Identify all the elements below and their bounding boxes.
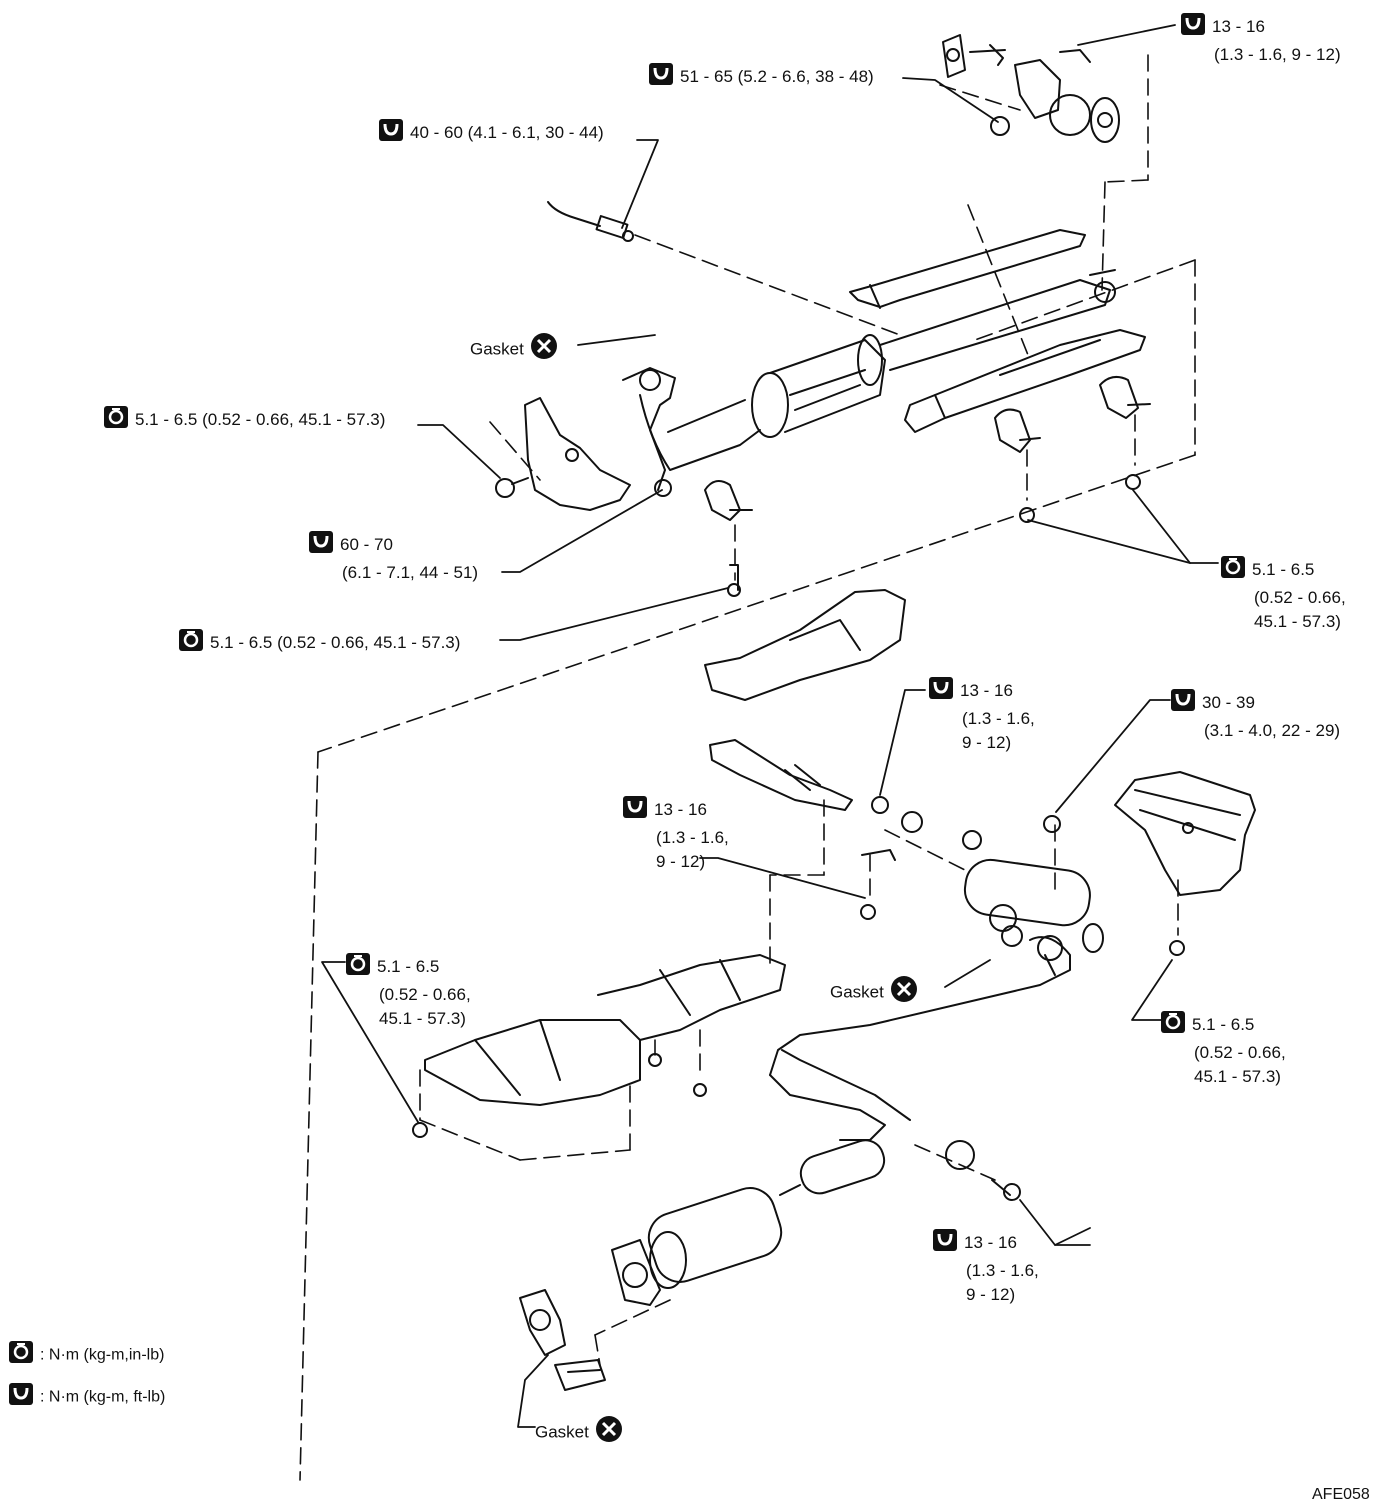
torque-label-front-shield-bolt: 5.1 - 6.5 (0.52 - 0.66, 45.1 - 57.3) <box>103 405 385 436</box>
torque-label-front-pipe-nut: 60 - 70 (6.1 - 7.1, 44 - 51) <box>308 530 478 585</box>
wrench-filled-icon <box>1220 555 1246 586</box>
torque-label-bracket-nut: 51 - 65 (5.2 - 6.6, 38 - 48) <box>648 62 874 93</box>
tail-pipe-muffler <box>611 1049 1021 1306</box>
torque-label-clamp-bolts-rear: 5.1 - 6.5 (0.52 - 0.66, 45.1 - 57.3) <box>1220 555 1346 634</box>
torque-label-mount-bolt: 13 - 16 (1.3 - 1.6, 9 - 12) <box>928 676 1035 755</box>
torque-label-clamp-bolt-front: 5.1 - 6.5 (0.52 - 0.66, 45.1 - 57.3) <box>178 628 460 659</box>
torque-label-bracket-bolt: 13 - 16 (1.3 - 1.6, 9 - 12) <box>1180 12 1341 67</box>
hanger-bracket-top <box>942 34 1120 143</box>
figure-code: AFE058 <box>1312 1486 1370 1503</box>
gasket-label-center: Gasket <box>830 975 918 1011</box>
gasket-label-front: Gasket <box>470 332 558 368</box>
heat-shield-upper <box>849 229 1146 433</box>
rear-heat-shield <box>1114 771 1256 956</box>
torque-label-tail-mount-bolt: 13 - 16 (1.3 - 1.6, 9 - 12) <box>932 1228 1039 1307</box>
gasket-label-rear: Gasket <box>535 1415 623 1451</box>
wrench-outline-icon <box>1170 688 1196 719</box>
torque-label-oxygen-sensor: 40 - 60 (4.1 - 6.1, 30 - 44) <box>378 118 604 149</box>
wrench-outline-icon <box>928 676 954 707</box>
wrench-outline-icon <box>1180 12 1206 43</box>
oxygen-sensor <box>547 201 634 242</box>
torque-label-muffler-nut: 30 - 39 (3.1 - 4.0, 22 - 29) <box>1170 688 1340 743</box>
heat-shield-front <box>495 397 631 511</box>
wrench-outline-icon <box>308 530 334 561</box>
replace-x-icon <box>530 332 558 368</box>
torque-label-shield-bracket-bolt: 13 - 16 (1.3 - 1.6, 9 - 12) <box>622 795 729 874</box>
replace-x-icon <box>890 975 918 1011</box>
wrench-outline-icon <box>648 62 674 93</box>
wrench-filled-icon <box>8 1340 34 1371</box>
legend-ftlb: : N·m (kg-m, ft-lb) <box>8 1382 165 1413</box>
torque-label-lower-shield-bolt: 5.1 - 6.5 (0.52 - 0.66, 45.1 - 57.3) <box>345 952 471 1031</box>
front-exhaust-pipe <box>622 269 1116 497</box>
replace-x-icon <box>595 1415 623 1451</box>
wrench-outline-icon <box>622 795 648 826</box>
wrench-outline-icon <box>378 118 404 149</box>
heat-shield-middle <box>704 589 906 811</box>
rear-gasket <box>519 1289 606 1391</box>
torque-label-rear-shield-bolt: 5.1 - 6.5 (0.52 - 0.66, 45.1 - 57.3) <box>1160 1010 1286 1089</box>
legend-inlb: : N·m (kg-m,in-lb) <box>8 1340 164 1371</box>
wrench-outline-icon <box>8 1382 34 1413</box>
pipe-clamps-upper <box>704 375 1151 597</box>
wrench-outline-icon <box>932 1228 958 1259</box>
leader-lines <box>321 24 1219 1428</box>
reference-lines <box>299 54 1196 1481</box>
wrench-filled-icon <box>178 628 204 659</box>
wrench-filled-icon <box>103 405 129 436</box>
center-muffler <box>769 796 1104 1076</box>
heat-shield-lower <box>412 954 786 1138</box>
wrench-filled-icon <box>345 952 371 983</box>
wrench-filled-icon <box>1160 1010 1186 1041</box>
